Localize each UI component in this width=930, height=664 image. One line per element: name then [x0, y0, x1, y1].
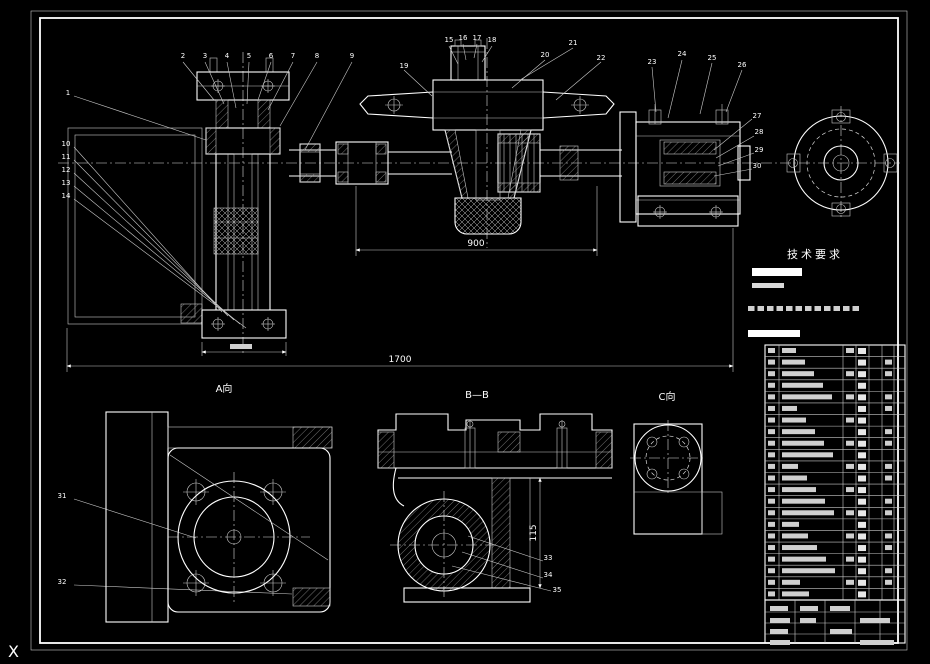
- dimension-900: 900: [355, 186, 598, 256]
- callout-number: 22: [597, 54, 606, 62]
- dimension-text: 900: [467, 239, 484, 249]
- callout-number: 1: [66, 89, 70, 97]
- callout-number: 10: [62, 140, 71, 148]
- dimension-text: 115: [529, 524, 539, 541]
- callout-number: 15: [445, 36, 454, 44]
- view-c-label: C向: [659, 390, 676, 403]
- drive-shaft: [289, 141, 452, 185]
- callout-number: 11: [62, 153, 71, 161]
- callout-number: 13: [62, 179, 71, 187]
- callout-number: 21: [569, 39, 578, 47]
- tech-requirements: 技术要求: [748, 248, 859, 337]
- view-a: A向: [105, 382, 333, 623]
- callout-number: 4: [225, 52, 230, 60]
- callout-number: 18: [488, 36, 497, 44]
- view-a-label: A向: [216, 382, 233, 395]
- tech-requirements-title: 技术要求: [787, 248, 843, 261]
- callout-number: 17: [473, 34, 482, 42]
- callout-number: 19: [400, 62, 409, 70]
- callout-number: 20: [541, 51, 550, 59]
- callout-number: 25: [708, 54, 717, 62]
- right-hub-assembly: [619, 104, 751, 227]
- callout-number: 28: [755, 128, 764, 136]
- callout-number: 24: [678, 50, 687, 58]
- parts-list-table: [764, 344, 906, 601]
- sheet-border: [30, 10, 908, 651]
- view-c: C向: [630, 390, 723, 535]
- title-block: [764, 599, 906, 645]
- callout-number: 12: [62, 166, 71, 174]
- flange-end-view: [786, 109, 898, 217]
- callout-number: 14: [62, 192, 71, 200]
- dimension-text: 1700: [389, 355, 412, 365]
- cad-cursor-label: X: [8, 642, 19, 661]
- callout-number: 7: [291, 52, 295, 60]
- main-assembly-view: 900 1700: [66, 39, 898, 372]
- callout-number: 29: [755, 146, 764, 154]
- callout-number: 5: [247, 52, 251, 60]
- callout-number: 26: [738, 61, 747, 69]
- callout-number: 35: [553, 586, 562, 594]
- tech-req-text-smear: [752, 268, 802, 276]
- view-b-label: B—B: [465, 390, 489, 401]
- callout-number: 33: [544, 554, 553, 562]
- callout-number: 32: [58, 578, 67, 586]
- callout-numbers: 1 2 3 4 5 6 7 8 9 10 11 12 13 14 15 16 1…: [58, 34, 764, 594]
- callout-number: 8: [315, 52, 319, 60]
- callout-number: 30: [753, 162, 762, 170]
- tech-req-text-smear: [752, 283, 784, 288]
- callout-number: 2: [181, 52, 185, 60]
- center-axle-assembly: [359, 39, 622, 235]
- tech-req-text-line: [748, 306, 859, 311]
- view-b: B—B 115: [377, 390, 613, 603]
- tech-req-text-smear: [748, 330, 800, 337]
- dimension-1700: 1700: [66, 228, 734, 372]
- callout-number: 23: [648, 58, 657, 66]
- callout-number: 3: [203, 52, 207, 60]
- callout-number: 34: [544, 571, 553, 579]
- callout-number: 9: [350, 52, 354, 60]
- callout-number: 27: [753, 112, 762, 120]
- callout-number: 6: [269, 52, 274, 60]
- callout-number: 31: [58, 492, 67, 500]
- callout-number: 16: [459, 34, 468, 42]
